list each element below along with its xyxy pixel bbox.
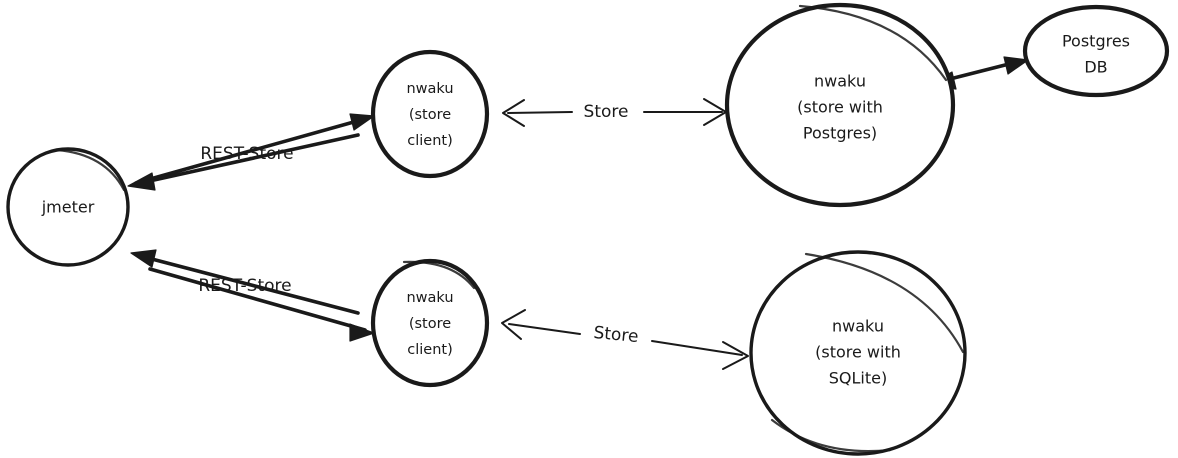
node-nwaku-store-client-bottom-label-line3: client) xyxy=(407,342,452,358)
edge-store-bottom: Store xyxy=(501,309,749,370)
node-nwaku-store-client-top-label-line3: client) xyxy=(407,133,452,149)
edge-label-store-bottom: Store xyxy=(593,323,640,347)
node-nwaku-store-sqlite[interactable]: nwaku (store with SQLite) xyxy=(749,250,967,456)
arrowhead-solid-to-postgres-db xyxy=(1003,56,1029,75)
edge-rest-store-top-line-right xyxy=(134,116,370,185)
edge-store-bottom-line-left xyxy=(508,323,581,335)
node-jmeter-label: jmeter xyxy=(41,198,95,217)
node-nwaku-store-postgres[interactable]: nwaku (store with Postgres) xyxy=(724,2,956,208)
arrowhead-solid-to-store-client-top xyxy=(349,113,375,131)
node-nwaku-store-postgres-label-line1: nwaku xyxy=(814,72,866,91)
node-postgres-db[interactable]: Postgres DB xyxy=(1022,4,1170,98)
node-nwaku-store-client-top-label-line2: (store xyxy=(409,107,451,123)
node-nwaku-store-sqlite-label-line1: nwaku xyxy=(832,317,884,336)
node-nwaku-store-sqlite-label-line3: SQLite) xyxy=(829,369,887,388)
node-nwaku-store-sqlite-shape xyxy=(749,250,967,456)
node-nwaku-store-client-top[interactable]: nwaku (store client) xyxy=(370,49,490,179)
edge-store-top-line-left xyxy=(507,111,573,114)
arrowhead-open-to-store-client-top xyxy=(502,99,525,127)
node-postgres-db-label-line2: DB xyxy=(1084,58,1107,77)
edge-rest-store-bottom: REST-Store xyxy=(130,249,375,342)
node-nwaku-store-client-top-label-line1: nwaku xyxy=(406,81,453,97)
edge-label-rest-store-bottom: REST-Store xyxy=(198,276,291,296)
edge-rest-store-bottom-line-left xyxy=(146,256,360,315)
node-nwaku-store-client-bottom-label-line1: nwaku xyxy=(406,290,453,306)
edge-rest-store-top: REST-Store xyxy=(127,113,375,191)
node-nwaku-store-postgres-shape xyxy=(724,2,956,208)
edge-store-top: Store xyxy=(502,98,727,127)
arrowhead-open-to-sqlite-node xyxy=(722,341,749,370)
edge-rest-store-bottom-line-right xyxy=(148,267,367,332)
node-nwaku-store-postgres-label-line3: Postgres) xyxy=(803,124,877,143)
node-postgres-db-label-line1: Postgres xyxy=(1062,32,1130,51)
node-nwaku-store-postgres-sketch-stroke xyxy=(798,4,948,82)
node-nwaku-store-sqlite-label-line2: (store with xyxy=(815,343,901,362)
node-jmeter-sketch-stroke xyxy=(55,148,126,192)
arrowhead-solid-to-jmeter-bottom xyxy=(130,249,157,268)
node-postgres-db-shape xyxy=(1022,4,1170,98)
node-jmeter[interactable]: jmeter xyxy=(6,147,130,267)
edge-label-store-top: Store xyxy=(584,102,629,122)
node-nwaku-store-sqlite-sketch-stroke-bottom xyxy=(770,418,892,453)
node-nwaku-store-client-bottom-label-line2: (store xyxy=(409,316,451,332)
node-nwaku-store-postgres-label-line2: (store with xyxy=(797,98,883,117)
arrowhead-solid-to-jmeter-top xyxy=(127,172,156,191)
node-nwaku-store-sqlite-sketch-stroke-top xyxy=(804,252,965,354)
node-jmeter-shape xyxy=(6,147,130,267)
arrowhead-solid-to-store-client-bottom xyxy=(349,323,375,342)
node-nwaku-store-client-bottom[interactable]: nwaku (store client) xyxy=(370,258,490,388)
node-nwaku-store-client-bottom-shape xyxy=(370,258,490,388)
node-nwaku-store-client-bottom-sketch-stroke xyxy=(402,260,476,290)
edge-label-rest-store-top: REST-Store xyxy=(200,144,293,164)
edge-rest-store-top-line-left xyxy=(143,133,360,184)
node-nwaku-store-client-top-shape xyxy=(370,49,490,179)
arrowhead-open-to-store-client-bottom xyxy=(501,309,526,340)
edge-store-bottom-line-right xyxy=(651,340,743,356)
